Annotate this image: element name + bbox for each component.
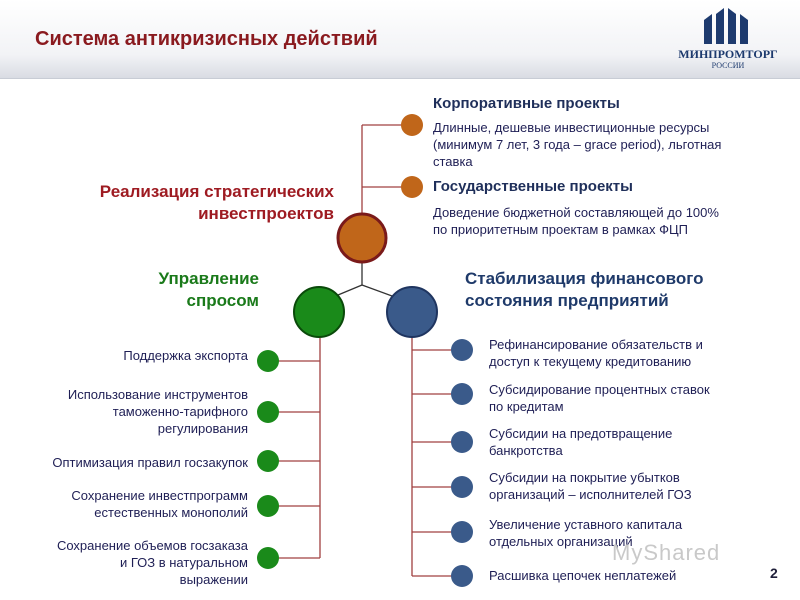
strategic-projects-hub — [336, 212, 388, 264]
page-title: Система антикризисных действий — [35, 28, 378, 50]
top-node — [401, 114, 423, 136]
corporate-projects-title: Корпоративные проекты — [433, 95, 620, 112]
left-item-procurement: Оптимизация правил госзакупок — [52, 455, 248, 470]
logo-text: МИНПРОМТОРГ — [678, 47, 778, 61]
top-node — [401, 176, 423, 198]
state-projects-title: Государственные проекты — [433, 178, 633, 195]
right-node — [451, 521, 473, 543]
left-node — [257, 495, 279, 517]
header-bar: Система антикризисных действий МИНПРОМТО… — [0, 0, 800, 79]
logo-emblem-icon — [704, 8, 748, 44]
right-node — [451, 383, 473, 405]
strategic-projects-label: Реализация стратегических инвестпроектов — [99, 182, 334, 223]
logo-subtext: РОССИИ — [711, 61, 745, 70]
left-node — [257, 401, 279, 423]
left-item-investprograms: Сохранение инвестпрограмм естественных м… — [71, 488, 248, 520]
right-node — [451, 339, 473, 361]
left-item-tariff: Использование инструментов таможенно-тар… — [67, 387, 248, 436]
financial-stabilization-hub — [386, 286, 438, 338]
right-node — [451, 431, 473, 453]
demand-management-hub — [293, 286, 345, 338]
right-item-refinancing: Рефинансирование обязательств и доступ к… — [489, 337, 703, 369]
corporate-projects-desc: Длинные, дешевые инвестиционные ресурсы … — [433, 120, 722, 169]
left-item-goz: Сохранение объемов госзаказа и ГОЗ в нат… — [56, 538, 248, 587]
right-item-nonpayments: Расшивка цепочек неплатежей — [489, 568, 677, 583]
right-node — [451, 565, 473, 587]
right-item-losses-subsidy: Субсидии на покрытие убытков организаций… — [489, 470, 692, 502]
right-item-bankruptcy-subsidy: Субсидии на предотвращение банкротства — [489, 426, 673, 458]
watermark: MyShared — [612, 540, 721, 565]
right-node — [451, 476, 473, 498]
financial-stabilization-label: Стабилизация финансового состояния предп… — [465, 269, 704, 310]
left-item-export: Поддержка экспорта — [123, 348, 248, 363]
left-node — [257, 547, 279, 569]
left-node — [257, 450, 279, 472]
left-node — [257, 350, 279, 372]
right-item-interest-subsidy: Субсидирование процентных ставок по кред… — [489, 382, 710, 414]
right-item-capital-increase: Увеличение уставного капитала отдельных … — [489, 517, 683, 549]
state-projects-desc: Доведение бюджетной составляющей до 100%… — [433, 205, 719, 237]
page-number: 2 — [770, 565, 778, 581]
demand-management-label: Управление спросом — [158, 269, 259, 310]
ministry-logo: МИНПРОМТОРГ РОССИИ — [668, 6, 788, 76]
